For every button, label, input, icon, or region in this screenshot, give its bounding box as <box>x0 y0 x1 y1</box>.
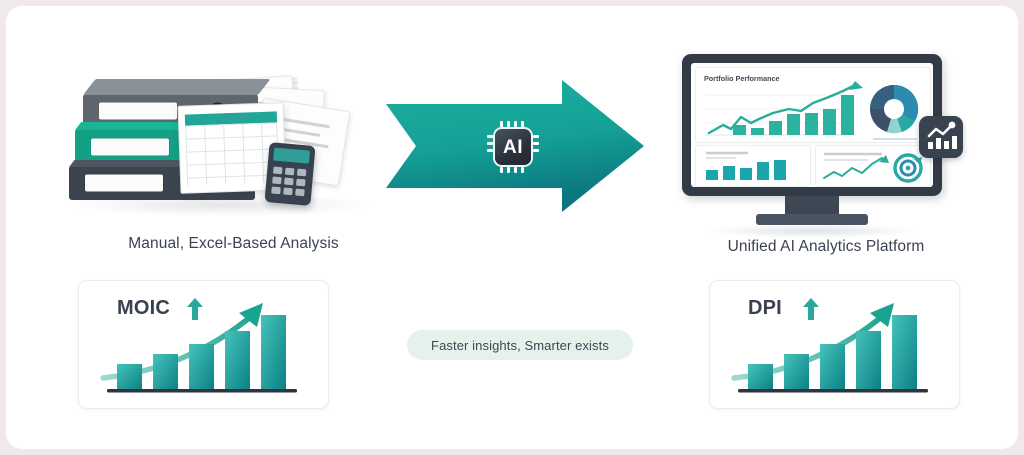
right-caption: Unified AI Analytics Platform <box>727 238 925 255</box>
panel-trend-target <box>815 145 931 187</box>
binder-top-label <box>99 102 177 120</box>
monitor-shadow <box>708 224 918 238</box>
ai-chip-label: AI <box>503 136 523 158</box>
binder-bottom-label <box>85 174 163 192</box>
infographic-stage: Manual, Excel-Based Analysis AI <box>6 6 1018 449</box>
metric-card-moic: MOIC <box>78 280 329 409</box>
calculator-display <box>273 147 311 164</box>
bar-line-chart-icon <box>919 116 963 158</box>
analytics-platform-illustration: Portfolio Performance <box>682 54 963 238</box>
donut-chart <box>870 84 919 134</box>
binder-middle-label <box>91 138 169 156</box>
monitor-bezel: Portfolio Performance <box>682 54 942 196</box>
tagline-text: Faster insights, Smarter exists <box>431 337 609 353</box>
monitor-base <box>756 214 868 225</box>
monitor-screen: Portfolio Performance <box>691 63 933 187</box>
metric-card-dpi: DPI <box>709 280 960 409</box>
binder-top-lid <box>83 79 271 95</box>
metric-card-dpi-title: DPI <box>748 297 782 319</box>
metric-card-moic-title: MOIC <box>117 297 171 319</box>
monitor-neck <box>785 196 839 216</box>
infographic-frame: Manual, Excel-Based Analysis AI <box>6 6 1018 449</box>
dashboard-title: Portfolio Performance <box>704 74 780 83</box>
ai-transition-arrow: AI <box>380 78 650 214</box>
calculator <box>264 142 316 206</box>
manual-analysis-illustration <box>61 66 381 216</box>
panel-secondary-bars <box>695 145 811 187</box>
panel-portfolio-performance: Portfolio Performance <box>695 67 931 143</box>
ai-chip-icon: AI <box>487 121 539 173</box>
target-icon <box>893 153 923 183</box>
left-caption: Manual, Excel-Based Analysis <box>128 235 339 252</box>
tagline-pill: Faster insights, Smarter exists <box>407 330 633 360</box>
